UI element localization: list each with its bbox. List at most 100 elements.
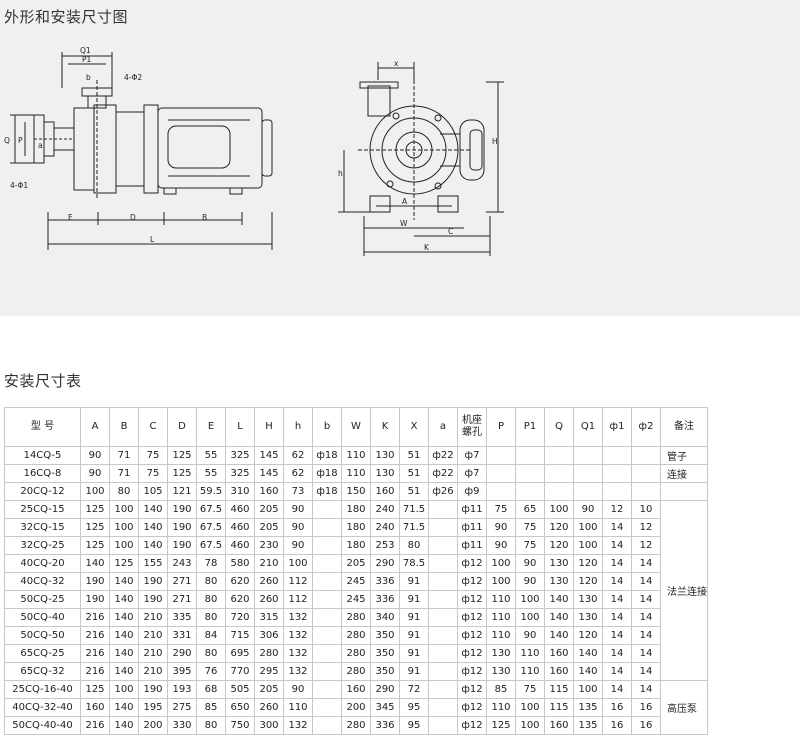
table-cell (428, 500, 458, 519)
table-cell: ф18 (312, 446, 342, 465)
table-cell: 100 (515, 698, 545, 717)
table-cell: 132 (283, 608, 313, 627)
table-cell: 715 (225, 626, 255, 645)
table-cell: 145 (254, 446, 284, 465)
model-cell: 40CQ-20 (4, 554, 81, 573)
label-p1: P1 (82, 55, 92, 64)
table-cell: ф9 (457, 482, 487, 501)
table-cell: ф12 (457, 644, 487, 663)
table-cell: 140 (109, 698, 139, 717)
table-cell (312, 716, 342, 735)
table-cell: 770 (225, 662, 255, 681)
table-cell (428, 644, 458, 663)
table-cell: 71 (109, 446, 139, 465)
table-cell: 75 (138, 446, 168, 465)
table-cell: 100 (109, 536, 139, 555)
table-cell: ф22 (428, 446, 458, 465)
table-cell: 51 (399, 482, 429, 501)
table-header-cell: P1 (515, 407, 545, 447)
table-cell: ф12 (457, 716, 487, 735)
table-cell (312, 662, 342, 681)
model-cell: 14CQ-5 (4, 446, 81, 465)
table-cell: 140 (109, 608, 139, 627)
table-cell: 91 (399, 626, 429, 645)
table-header-cell: 机座螺孔 (457, 407, 487, 447)
table-cell: 90 (283, 536, 313, 555)
table-cell: 160 (544, 716, 574, 735)
table-cell: 160 (80, 698, 110, 717)
table-cell: 210 (138, 662, 168, 681)
table-cell: 275 (167, 698, 197, 717)
table-header-cell: h (283, 407, 313, 447)
table-header-cell: K (370, 407, 400, 447)
table-cell (631, 482, 661, 501)
table-cell: 620 (225, 572, 255, 591)
table-cell: 14 (631, 554, 661, 573)
model-cell: 20CQ-12 (4, 482, 81, 501)
table-cell: 180 (341, 536, 371, 555)
table-cell: 90 (573, 500, 603, 519)
table-cell: ф11 (457, 500, 487, 519)
table-cell: 67.5 (196, 500, 226, 519)
table-cell: 280 (341, 662, 371, 681)
table-cell: 91 (399, 662, 429, 681)
table-cell (631, 464, 661, 483)
table-cell: 140 (544, 626, 574, 645)
table-cell: 331 (167, 626, 197, 645)
table-cell: 80 (399, 536, 429, 555)
table-header-cell: W (341, 407, 371, 447)
table-cell: 14 (602, 608, 632, 627)
table-cell: 76 (196, 662, 226, 681)
model-cell: 25CQ-16-40 (4, 680, 81, 699)
table-cell: 140 (544, 590, 574, 609)
table-cell: 95 (399, 698, 429, 717)
table-cell (312, 590, 342, 609)
table-cell: 14 (602, 554, 632, 573)
table-cell: 240 (370, 518, 400, 537)
table-cell: 216 (80, 662, 110, 681)
table-cell: 210 (138, 626, 168, 645)
table-cell: 245 (341, 590, 371, 609)
table-cell: 130 (573, 608, 603, 627)
label-q1: Q1 (80, 46, 91, 55)
table-cell: 140 (109, 626, 139, 645)
table-cell: 110 (486, 590, 516, 609)
table-cell: 65 (515, 500, 545, 519)
table-cell: 130 (486, 662, 516, 681)
table-cell: 71 (109, 464, 139, 483)
table-cell: 216 (80, 626, 110, 645)
table-cell: 14 (602, 680, 632, 699)
table-cell: ф12 (457, 554, 487, 573)
table-cell (428, 698, 458, 717)
model-cell: 50CQ-25 (4, 590, 81, 609)
table-cell: 12 (631, 536, 661, 555)
table-header-cell: Q1 (573, 407, 603, 447)
table-cell: 160 (544, 644, 574, 663)
table-cell: 280 (341, 716, 371, 735)
table-cell (486, 464, 516, 483)
table-cell: 78.5 (399, 554, 429, 573)
table-cell: 140 (573, 644, 603, 663)
table-cell: 90 (80, 446, 110, 465)
table-cell (428, 590, 458, 609)
label-x: x (394, 59, 399, 68)
table-cell: 125 (167, 464, 197, 483)
table-cell: 140 (138, 500, 168, 519)
table-cell: 80 (196, 716, 226, 735)
table-cell: 130 (370, 464, 400, 483)
table-cell: 580 (225, 554, 255, 573)
table-cell: 160 (254, 482, 284, 501)
table-cell: 260 (254, 572, 284, 591)
table-cell: ф12 (457, 698, 487, 717)
table-cell (312, 698, 342, 717)
table-cell (428, 626, 458, 645)
table-cell: 140 (573, 662, 603, 681)
label-p: P (18, 136, 23, 145)
table-header-cell: C (138, 407, 168, 447)
table-cell: 190 (138, 680, 168, 699)
table-cell: 140 (138, 536, 168, 555)
table-cell: 95 (399, 716, 429, 735)
